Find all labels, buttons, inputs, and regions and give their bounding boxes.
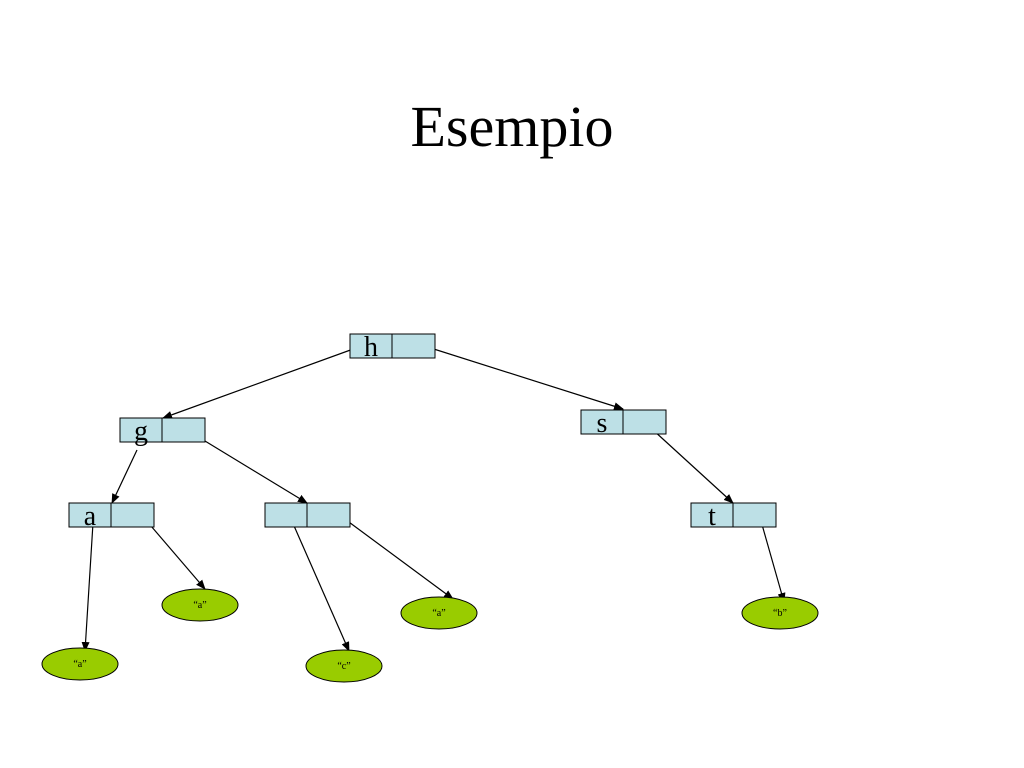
tree-node-h: h [349, 332, 436, 363]
leaf-value-ellipse [305, 649, 383, 683]
leaf-leaf-c: “c” [305, 649, 383, 683]
node-label: s [597, 408, 608, 439]
node-key-cell [68, 502, 112, 528]
nodes-layer: h g s a t [68, 332, 777, 532]
leaf-label: “a” [193, 600, 206, 611]
edge-g-a [111, 449, 138, 504]
leaf-label: “c” [337, 661, 350, 672]
edge-m-leaf-a-3 [333, 510, 454, 600]
tree-node-m [264, 502, 351, 528]
leaf-label: “a” [73, 659, 86, 670]
leaf-leaf-b: “b” [741, 596, 819, 630]
node-key-cell [690, 502, 734, 528]
tree-node-t: t [690, 501, 777, 532]
node-link-cell [110, 502, 155, 528]
leaf-leaf-a-3: “a” [400, 596, 478, 630]
edge-t-leaf-b [760, 520, 786, 603]
leaf-value-ellipse [741, 596, 819, 630]
leaf-label: “a” [432, 608, 445, 619]
node-link-cell [306, 502, 351, 528]
node-key-cell [119, 417, 163, 443]
tree-node-s: s [580, 408, 667, 439]
node-link-cell [161, 417, 206, 443]
tree-node-g: g [119, 416, 206, 447]
node-key-cell [264, 502, 308, 528]
node-label: t [708, 501, 716, 532]
leaf-label: “b” [773, 608, 787, 619]
leaf-leaf-a-2: “a” [161, 588, 239, 622]
leaves-layer: “a” “a” “c” “a” “b” [41, 588, 819, 683]
edge-a-leaf-a-1 [81, 522, 94, 652]
node-label: g [134, 416, 148, 447]
leaf-value-ellipse [400, 596, 478, 630]
node-link-cell [391, 333, 436, 359]
slide-title: Esempio [410, 94, 614, 159]
edge-h-s [417, 343, 624, 411]
leaf-value-ellipse [161, 588, 239, 622]
leaf-leaf-a-1: “a” [41, 647, 119, 681]
node-link-cell [622, 409, 667, 435]
node-link-cell [732, 502, 777, 528]
edges-layer [81, 343, 786, 652]
edge-h-g [162, 343, 368, 419]
tree-node-a: a [68, 501, 155, 532]
node-label: h [364, 332, 378, 363]
edge-m-leaf-c [290, 518, 350, 652]
leaf-value-ellipse [41, 647, 119, 681]
node-key-cell [580, 409, 624, 435]
edge-g-m [204, 440, 308, 504]
node-label: a [84, 501, 97, 532]
